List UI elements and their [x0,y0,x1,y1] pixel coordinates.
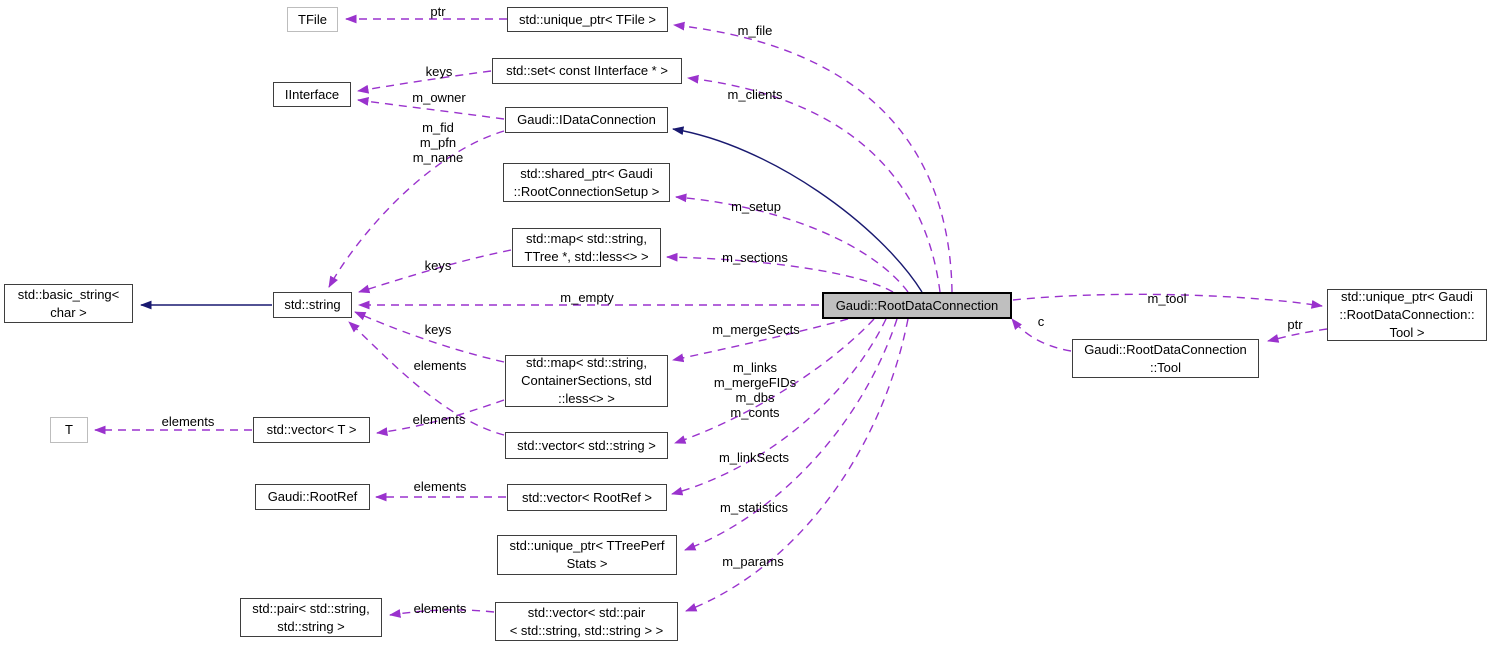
edge-label-elements-vector-t: elements [412,412,466,427]
node-map-containersections[interactable]: std::map< std::string, ContainerSections… [505,355,668,407]
edge-label-m-linksects: m_linkSects [718,450,790,465]
edge-m-owner [357,97,505,120]
edge-label-m-owner: m_owner [412,90,466,105]
edge-m-file [673,21,953,293]
node-unique-ptr-tool[interactable]: std::unique_ptr< Gaudi ::RootDataConnect… [1327,289,1487,341]
edge-label-keys-ttree: keys [424,258,452,273]
edge-m-clients [687,74,941,293]
edge-m-params [685,318,909,612]
node-vector-t[interactable]: std::vector< T > [253,417,370,443]
node-tfile: TFile [287,7,338,32]
edge-m-statistics [684,318,898,551]
edge-label-m-clients: m_clients [727,87,783,102]
edge-elements-vector-t [376,399,505,436]
edge-elements-string [348,321,505,436]
node-idataconnection[interactable]: Gaudi::IDataConnection [505,107,668,133]
node-rootdataconnection-tool[interactable]: Gaudi::RootDataConnection ::Tool [1072,339,1259,378]
edge-label-ptr-tool: ptr [1287,317,1303,332]
edge-label-m-tool: m_tool [1147,291,1187,306]
edge-label-m-params: m_params [722,554,784,569]
node-string[interactable]: std::string [273,292,352,318]
edge-keys-ttree [358,249,512,294]
node-unique-ptr-ttreeperfstats[interactable]: std::unique_ptr< TTreePerf Stats > [497,535,677,575]
edge-label-m-statistics: m_statistics [720,500,788,515]
edge-m-mergesects [672,318,849,363]
node-rootref[interactable]: Gaudi::RootRef [255,484,370,510]
node-unique-ptr-tfile[interactable]: std::unique_ptr< TFile > [507,7,668,32]
edge-label-m-links-group: m_links m_mergeFIDs m_dbs m_conts [713,360,797,420]
edge-label-m-sections: m_sections [722,250,788,265]
node-map-ttree[interactable]: std::map< std::string, TTree *, std::les… [512,228,661,267]
edge-inherit-idataconnection [672,126,923,293]
edge-label-elements-pair: elements [413,601,467,616]
edge-m-setup [675,193,909,293]
edge-label-c: c [1037,314,1045,329]
edge-label-keys-container: keys [424,322,452,337]
edge-m-fid-pfn-name [328,130,505,288]
edge-m-linksects [671,318,887,496]
node-rootdataconnection: Gaudi::RootDataConnection [822,292,1012,319]
edge-c [1011,318,1072,352]
edge-label-m-empty: m_empty [560,290,614,305]
edge-keys-iinterface [357,70,492,94]
edge-m-links-group [674,318,875,444]
node-set-iinterface[interactable]: std::set< const IInterface * > [492,58,682,84]
edge-keys-container [354,311,505,363]
node-pair-string-string[interactable]: std::pair< std::string, std::string > [240,598,382,637]
node-basic-string[interactable]: std::basic_string< char > [4,284,133,323]
node-iinterface[interactable]: IInterface [273,82,351,107]
node-shared-ptr-rootconnectionsetup[interactable]: std::shared_ptr< Gaudi ::RootConnectionS… [503,163,670,202]
edge-label-elements-rootref: elements [413,479,467,494]
edge-label-ptr-file: ptr [430,4,446,19]
edge-label-m-setup: m_setup [731,199,781,214]
node-vector-rootref[interactable]: std::vector< RootRef > [507,484,667,511]
edge-label-m-mergesects: m_mergeSects [712,322,800,337]
edge-label-keys-interface: keys [425,64,453,79]
node-vector-string[interactable]: std::vector< std::string > [505,432,668,459]
edge-label-elements-t: elements [161,414,215,429]
node-t: T [50,417,88,443]
edge-ptr-tool [1267,328,1328,343]
edge-label-m-file: m_file [737,23,773,38]
edge-label-elements-string: elements [413,358,467,373]
edge-label-m-fid-pfn-name: m_fid m_pfn m_name [412,120,464,165]
node-vector-pair[interactable]: std::vector< std::pair < std::string, st… [495,602,678,641]
edge-m-sections [666,252,894,293]
